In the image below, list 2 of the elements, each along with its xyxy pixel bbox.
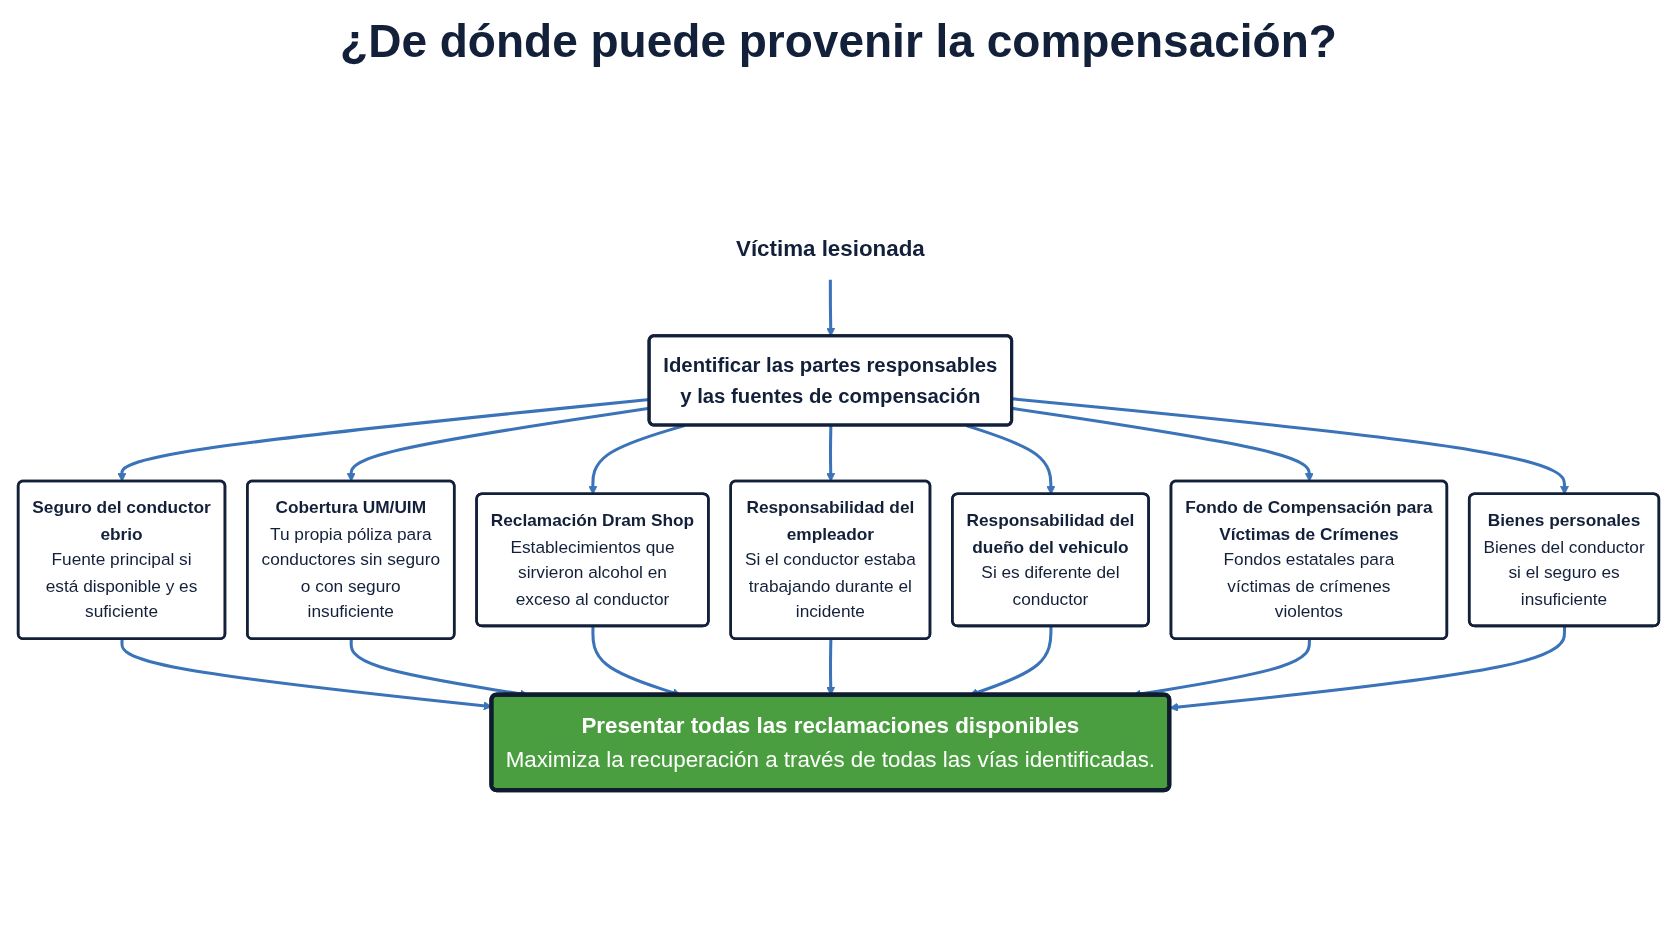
title: ¿De dónde puede provenir la compensación? [339,14,1338,69]
node-text: Víctima lesionada [735,236,925,262]
